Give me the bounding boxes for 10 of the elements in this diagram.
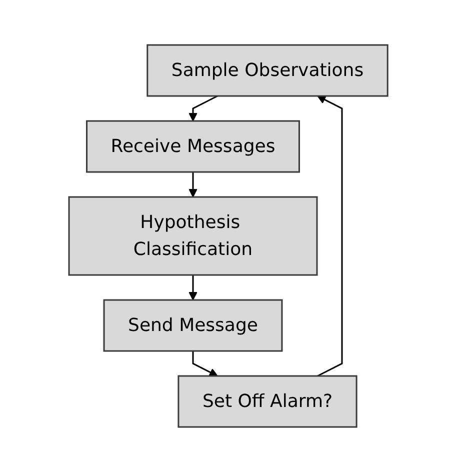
node-box: Receive Messages [86, 120, 300, 172]
arrow [188, 274, 198, 300]
arrow [188, 94, 218, 121]
arrow [188, 172, 198, 197]
arrow [317, 95, 343, 376]
node-box: Set Off Alarm? [178, 374, 358, 428]
node-box: Sample Observations [146, 44, 389, 96]
node-box: Send Message [103, 298, 283, 352]
node-box: Hypothesis Classification [68, 196, 318, 276]
arrow [192, 350, 218, 376]
